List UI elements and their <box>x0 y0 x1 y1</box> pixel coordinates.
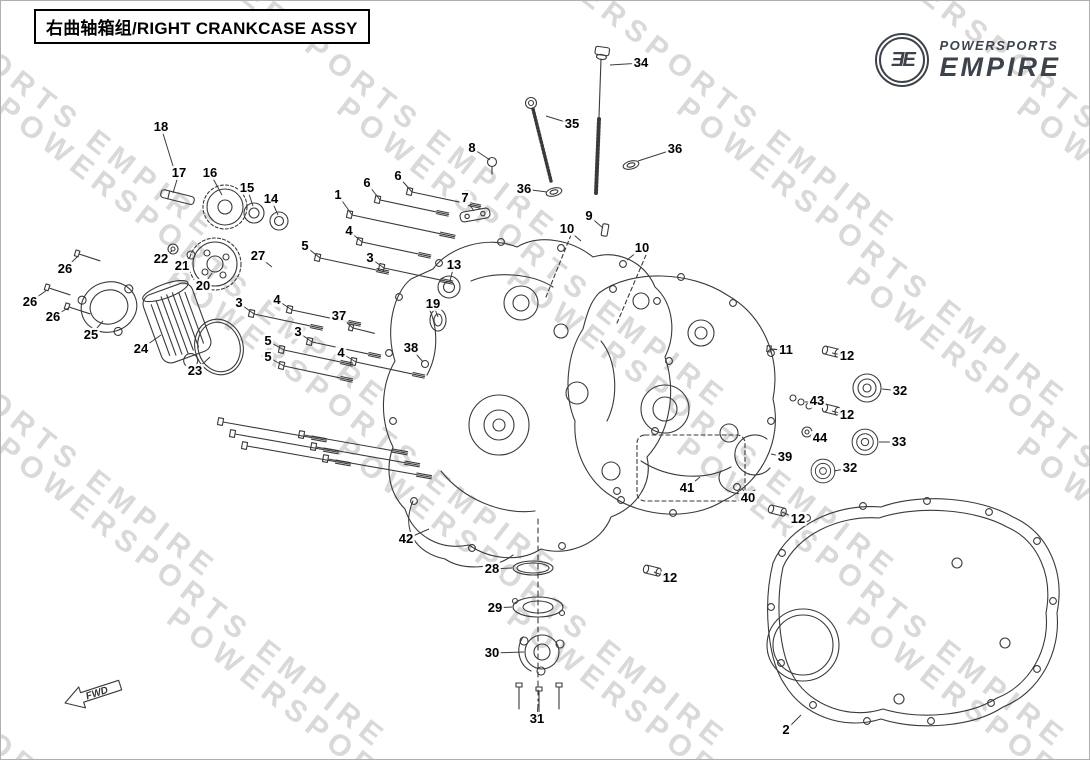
crankcase-right-outline <box>567 275 776 515</box>
part-callout-34: 34 <box>631 54 651 71</box>
part-callout-6: 6 <box>392 167 404 184</box>
part-callout-9: 9 <box>583 207 595 224</box>
part-callout-14: 14 <box>261 190 281 207</box>
part-callout-3: 3 <box>364 249 376 266</box>
shaft-17 <box>160 189 195 206</box>
part-callout-12: 12 <box>837 406 857 423</box>
part-callout-13: 13 <box>444 256 464 273</box>
part-callout-25: 25 <box>81 326 101 343</box>
part-callout-30: 30 <box>482 644 502 661</box>
brand-monogram: ƎE <box>891 48 916 71</box>
part-callout-43: 43 <box>807 392 827 409</box>
part-callout-29: 29 <box>485 599 505 616</box>
part-callout-44: 44 <box>810 429 830 446</box>
part-callout-3: 3 <box>292 323 304 340</box>
part-callout-18: 18 <box>151 118 171 135</box>
part-callout-15: 15 <box>237 179 257 196</box>
part-callout-28: 28 <box>482 560 502 577</box>
gasket-2 <box>766 497 1060 727</box>
bracket-7 <box>459 207 491 223</box>
part-callout-10: 10 <box>632 239 652 256</box>
title-block: 右曲轴箱组/RIGHT CRANKCASE ASSY <box>34 9 370 44</box>
part-callout-24: 24 <box>131 340 151 357</box>
part-callout-41: 41 <box>677 479 697 496</box>
cover-25 <box>77 281 138 336</box>
part-callout-40: 40 <box>738 489 758 506</box>
logo-line1: POWERSPORTS <box>939 38 1059 54</box>
part-callout-2: 2 <box>780 721 792 738</box>
part-callout-17: 17 <box>169 164 189 181</box>
part-callout-36: 36 <box>514 180 534 197</box>
part-callout-36: 36 <box>665 140 685 157</box>
part-callout-35: 35 <box>562 115 582 132</box>
pump-30 <box>518 634 565 676</box>
o-ring-23 <box>194 318 244 376</box>
logo-line2: EMPIRE <box>939 52 1061 83</box>
part-callout-22: 22 <box>151 250 171 267</box>
brand-emblem-icon: ƎE <box>875 33 930 87</box>
part-callout-23: 23 <box>185 362 205 379</box>
brand-logo: ƎE POWERSPORTS EMPIRE <box>875 33 1061 87</box>
part-callout-32: 32 <box>890 382 910 399</box>
part-callout-33: 33 <box>889 433 909 450</box>
part-callout-5: 5 <box>299 237 311 254</box>
part-callout-38: 38 <box>401 339 421 356</box>
part-callout-6: 6 <box>361 174 373 191</box>
part-callout-26: 26 <box>20 293 40 310</box>
part-callout-26: 26 <box>43 308 63 325</box>
part-callout-37: 37 <box>329 307 349 324</box>
part-callout-26: 26 <box>55 260 75 277</box>
part-callout-4: 4 <box>335 344 347 361</box>
crankcase-left-outline <box>382 239 673 559</box>
part-callout-31: 31 <box>527 710 547 727</box>
part-callout-21: 21 <box>172 257 192 274</box>
part-callout-19: 19 <box>423 295 443 312</box>
part-callout-4: 4 <box>343 222 355 239</box>
part-callout-7: 7 <box>459 189 471 206</box>
part-callout-42: 42 <box>396 530 416 547</box>
snap-ring-39 <box>734 434 771 476</box>
part-callout-3: 3 <box>233 294 245 311</box>
part-callout-4: 4 <box>271 291 283 308</box>
gear-16 <box>202 184 248 230</box>
part-callout-5: 5 <box>262 332 274 349</box>
page-title: 右曲轴箱组/RIGHT CRANKCASE ASSY <box>46 19 358 38</box>
part-callout-20: 20 <box>193 277 213 294</box>
part-callout-27: 27 <box>248 247 268 264</box>
part-callout-32: 32 <box>840 459 860 476</box>
part-callout-11: 11 <box>777 341 795 358</box>
part-callout-12: 12 <box>788 510 808 527</box>
part-callout-39: 39 <box>775 448 795 465</box>
part-callout-5: 5 <box>262 348 274 365</box>
part-callout-8: 8 <box>466 139 478 156</box>
part-callout-12: 12 <box>837 347 857 364</box>
part-callout-1: 1 <box>332 186 344 203</box>
brand-logo-text: POWERSPORTS EMPIRE <box>939 38 1061 81</box>
part-callout-12: 12 <box>660 569 680 586</box>
part-callout-10: 10 <box>557 220 577 237</box>
part-callout-16: 16 <box>200 164 220 181</box>
screw-35 <box>524 96 553 183</box>
